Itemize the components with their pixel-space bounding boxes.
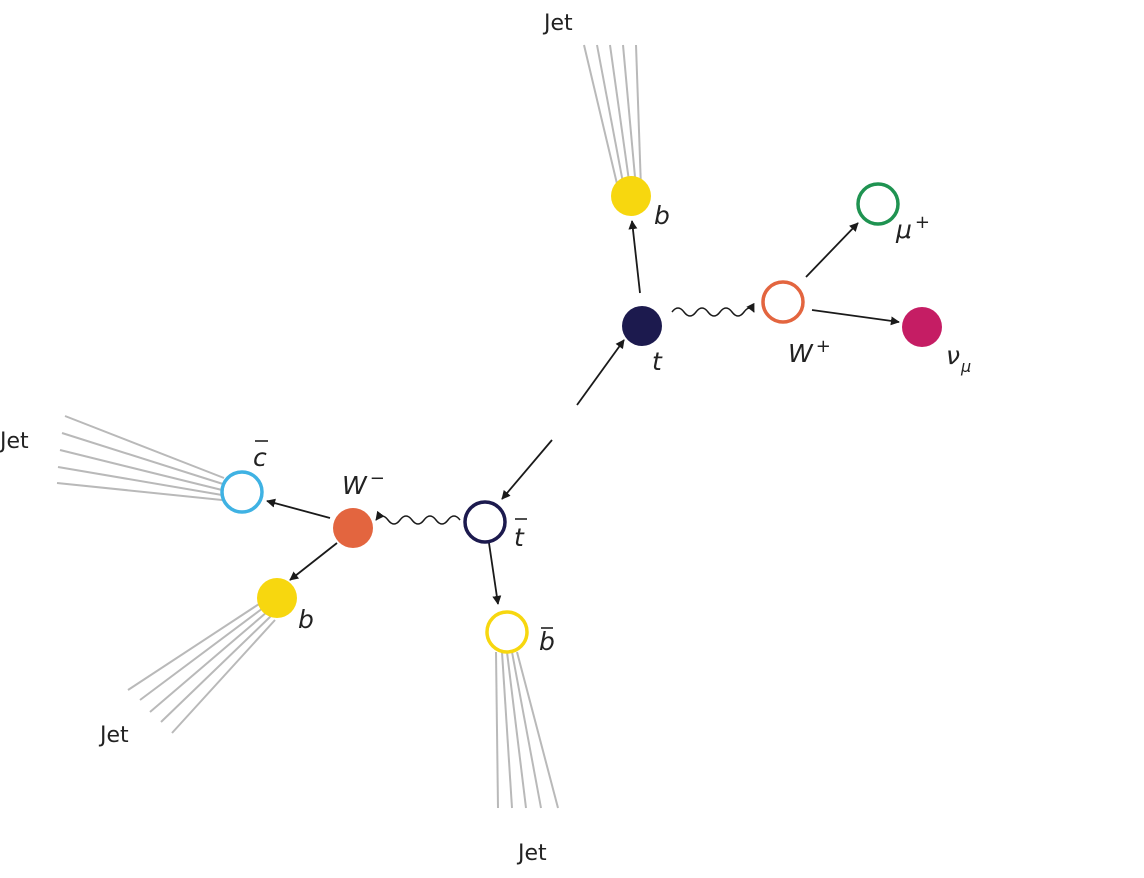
- w-plus-label: W+: [788, 336, 831, 368]
- jet-lines-bottom: [495, 651, 559, 809]
- w-minus-dot: [333, 508, 373, 548]
- b-quark-bottom-dot: [257, 578, 297, 618]
- arrow-to-tbar: [501, 439, 553, 500]
- neutrino-symbol: ν: [946, 341, 960, 370]
- svg-text:c: c: [253, 443, 267, 472]
- anti-top-label: t: [514, 518, 527, 552]
- top-quark-dot: [622, 306, 662, 346]
- neutrino-label: νμ: [946, 341, 971, 376]
- svg-text:b: b: [539, 627, 555, 656]
- muon-charge: +: [915, 212, 930, 233]
- jet-lines-bottom-left: [127, 603, 276, 734]
- svg-text:νμ: νμ: [946, 341, 971, 376]
- jet-label-top: Jet: [542, 11, 573, 36]
- muon-label: μ+: [895, 212, 930, 244]
- arrow-to-t: [576, 339, 625, 406]
- arrow-wplus-to-mu: [805, 222, 859, 278]
- b-bar-circle: [485, 610, 529, 654]
- c-bar-circle: [220, 470, 264, 514]
- b-quark-bottom-label: b: [298, 605, 314, 634]
- anti-top-circle: [463, 500, 507, 544]
- w-plus-circle: [761, 280, 805, 324]
- b-quark-top-label: b: [654, 201, 670, 230]
- c-bar-label: c: [253, 440, 268, 472]
- w-minus-symbol: W: [342, 471, 368, 500]
- svg-text:W−: W−: [342, 468, 385, 500]
- jet-label-bottom: Jet: [516, 841, 547, 866]
- arrow-wplus-to-nu: [811, 309, 900, 326]
- b-quark-top-dot: [611, 176, 651, 216]
- w-plus-symbol: W: [788, 339, 814, 368]
- svg-text:W+: W+: [788, 336, 831, 368]
- arrow-t-to-b: [628, 220, 641, 294]
- b-bar-label: b: [539, 627, 555, 656]
- arrow-wminus-to-cbar: [266, 498, 331, 519]
- arrow-wminus-to-b: [289, 542, 338, 581]
- boson-line-tbar-to-wminus: [375, 510, 461, 525]
- jet-label-left: Jet: [0, 429, 29, 454]
- w-minus-label: W−: [342, 468, 385, 500]
- svg-text:t: t: [514, 523, 525, 552]
- arrow-tbar-to-bbar: [488, 542, 502, 605]
- neutrino-dot: [902, 307, 942, 347]
- neutrino-subscript: μ: [960, 357, 971, 376]
- svg-text:μ+: μ+: [895, 212, 930, 244]
- muon-circle: [856, 182, 900, 226]
- jet-lines-left: [56, 415, 225, 501]
- w-plus-charge: +: [816, 336, 831, 357]
- top-quark-label: t: [652, 347, 663, 376]
- muon-symbol: μ: [895, 215, 912, 244]
- jet-lines-top: [583, 44, 642, 189]
- jet-label-bottom-left: Jet: [98, 723, 129, 748]
- boson-line-t-to-wplus: [671, 302, 755, 317]
- w-minus-charge: −: [370, 468, 385, 489]
